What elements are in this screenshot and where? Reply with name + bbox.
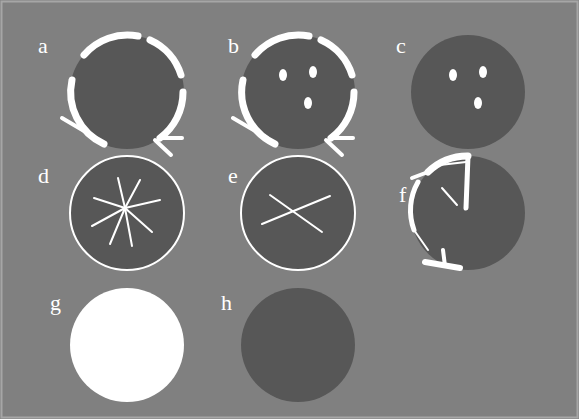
arcs-a xyxy=(62,35,183,155)
arc xyxy=(255,35,309,55)
arc xyxy=(425,262,460,268)
arc xyxy=(155,140,171,155)
dot xyxy=(479,66,487,78)
arc xyxy=(84,35,138,55)
arc xyxy=(150,40,181,75)
arc xyxy=(466,156,468,208)
arcs-f xyxy=(410,156,468,268)
disc-d xyxy=(70,156,184,270)
disc-e xyxy=(241,156,355,270)
panel-letter: b xyxy=(228,35,239,57)
arc xyxy=(412,172,428,178)
dot xyxy=(449,69,457,81)
arc xyxy=(62,118,96,138)
disc-g xyxy=(70,288,184,402)
arc xyxy=(331,92,354,138)
arcs-b xyxy=(233,35,354,155)
disc-c xyxy=(411,35,525,149)
arc xyxy=(428,156,468,172)
ring-e xyxy=(241,156,355,270)
branches-f xyxy=(414,162,466,250)
panel-letter: e xyxy=(228,165,238,187)
panel-letter: h xyxy=(221,292,232,314)
dot xyxy=(279,69,287,81)
cross-e xyxy=(262,195,330,232)
arc xyxy=(443,250,445,266)
arc xyxy=(321,40,352,75)
dot xyxy=(474,97,482,109)
arc xyxy=(160,92,183,138)
dark-discs xyxy=(70,35,525,402)
arc xyxy=(410,182,418,230)
panel-letter: c xyxy=(396,35,406,57)
ring-d xyxy=(70,156,184,270)
arc xyxy=(331,136,353,140)
dot xyxy=(309,66,317,78)
dot xyxy=(304,97,312,109)
disc-h xyxy=(241,288,355,402)
panel-letter: f xyxy=(399,184,406,206)
arc xyxy=(233,118,267,138)
panel-letter: d xyxy=(38,165,49,187)
panel-letter: a xyxy=(38,35,48,57)
panel-letter: g xyxy=(50,292,61,314)
disc-f xyxy=(411,156,525,270)
spokes-d xyxy=(92,178,160,246)
arc xyxy=(160,136,182,140)
arc xyxy=(326,140,342,155)
dots xyxy=(279,66,487,109)
